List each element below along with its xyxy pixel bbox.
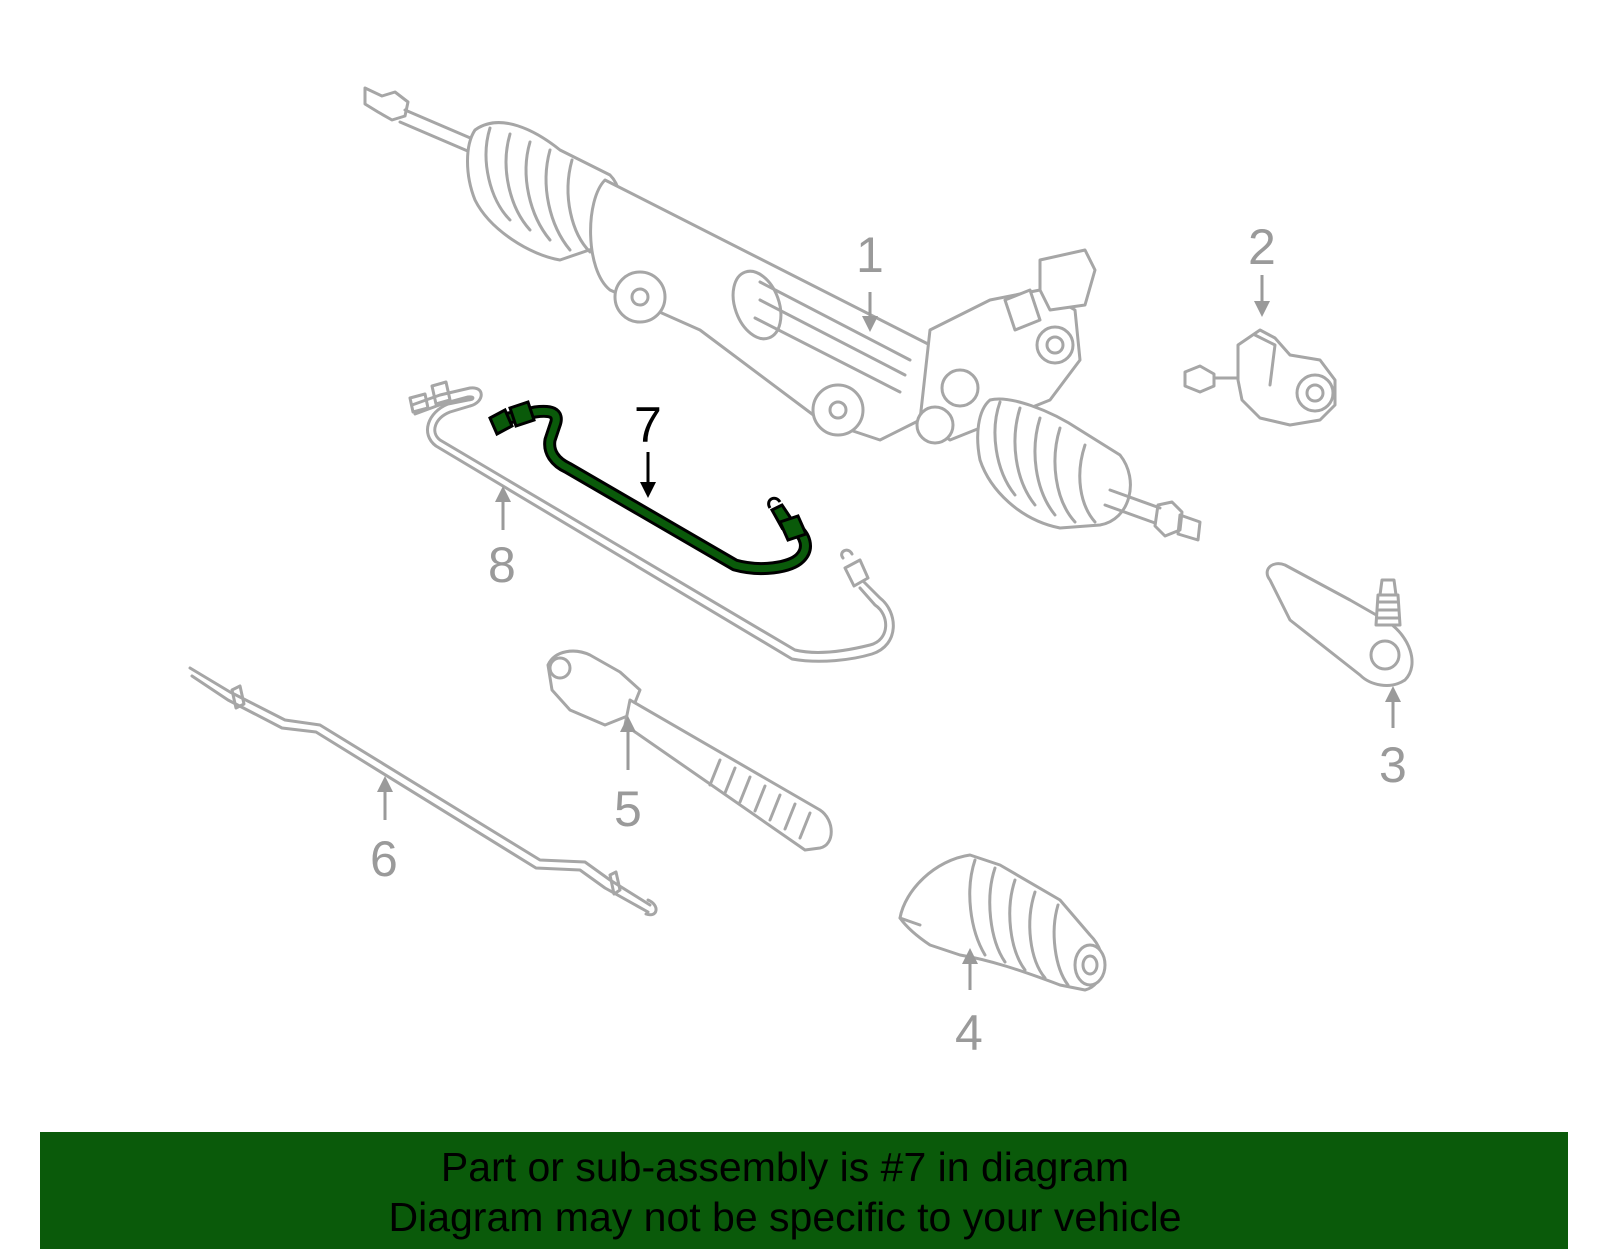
part-1-steering-rack[interactable] (363, 86, 1202, 542)
callout-3[interactable]: 3 (1379, 737, 1407, 793)
info-banner: Part or sub-assembly is #7 in diagram Di… (40, 1132, 1568, 1249)
part-2-fitting[interactable] (1183, 328, 1337, 427)
banner-line-part-number: Part or sub-assembly is #7 in diagram (440, 1144, 1130, 1190)
part-4-boot[interactable] (898, 853, 1107, 992)
callout-7[interactable]: 7 (634, 397, 662, 453)
callout-4[interactable]: 4 (955, 1005, 983, 1061)
callout-arrows (377, 275, 1401, 990)
callout-8[interactable]: 8 (488, 537, 516, 593)
callout-1[interactable]: 1 (856, 227, 884, 283)
callout-5[interactable]: 5 (614, 781, 642, 837)
part-5-inner-tie-rod[interactable] (546, 649, 833, 852)
callout-6[interactable]: 6 (370, 831, 398, 887)
part-3-tie-rod-end[interactable] (1265, 562, 1414, 687)
part-7-pressure-line-highlighted[interactable] (488, 400, 812, 576)
banner-line-disclaimer: Diagram may not be specific to your vehi… (388, 1194, 1182, 1240)
part-6-line[interactable] (188, 666, 658, 917)
part-8-return-line[interactable] (408, 380, 895, 663)
callout-2[interactable]: 2 (1248, 219, 1276, 275)
